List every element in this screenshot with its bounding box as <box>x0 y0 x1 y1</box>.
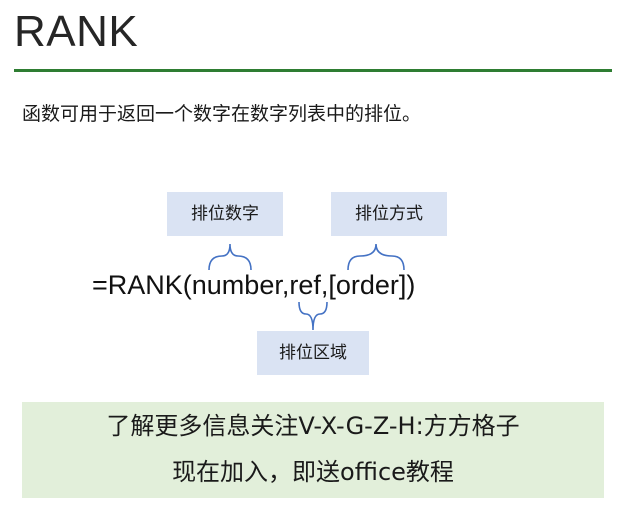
brace-order <box>347 243 405 271</box>
promo-banner: 了解更多信息关注V-X-G-Z-H:方方格子 现在加入，即送office教程 <box>22 402 604 498</box>
label-ref-range-text: 排位区域 <box>279 343 347 363</box>
label-rank-number: 排位数字 <box>167 192 283 236</box>
brace-number <box>208 243 252 271</box>
function-description: 函数可用于返回一个数字在数字列表中的排位。 <box>22 103 422 125</box>
label-order-method: 排位方式 <box>331 192 447 236</box>
label-ref-range: 排位区域 <box>257 331 369 375</box>
promo-line-follow: 了解更多信息关注V-X-G-Z-H:方方格子 <box>106 412 520 440</box>
label-order-method-text: 排位方式 <box>355 204 423 224</box>
label-rank-number-text: 排位数字 <box>191 204 259 224</box>
title-divider <box>14 69 612 72</box>
brace-ref <box>298 301 328 331</box>
promo-line-join: 现在加入，即送office教程 <box>172 458 454 486</box>
page-title: RANK <box>14 7 139 56</box>
rank-formula: =RANK(number,ref,[order]) <box>92 270 416 300</box>
